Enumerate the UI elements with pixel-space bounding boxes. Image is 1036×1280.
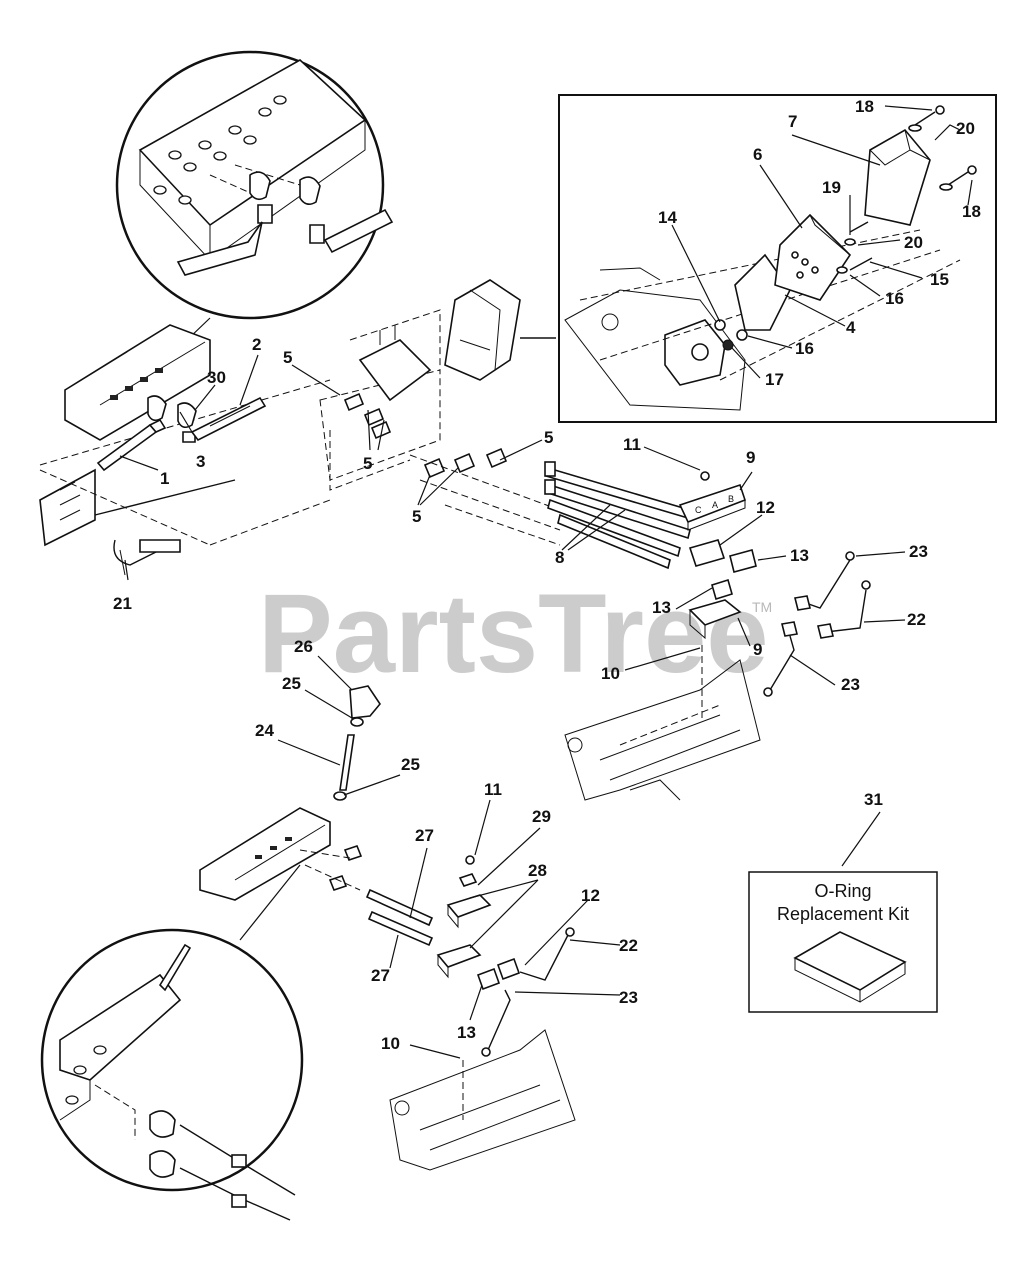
callout-6: 6 — [753, 145, 762, 164]
callout-11b: 11 — [484, 780, 502, 799]
kit-title-line1: O-Ring — [814, 881, 871, 901]
callout-20b: 20 — [904, 233, 923, 252]
control-lever — [333, 685, 381, 801]
callout-23b: 23 — [841, 675, 860, 694]
callout-26: 26 — [294, 637, 313, 656]
callout-15: 15 — [930, 270, 949, 289]
callout-12b: 12 — [581, 886, 600, 905]
callout-13c: 13 — [457, 1023, 476, 1042]
hoses-27 — [299, 849, 434, 947]
block-9-lower — [688, 599, 742, 720]
detail-circle-top — [115, 50, 394, 320]
oring-kit-box: O-Ring Replacement Kit — [748, 871, 938, 1013]
leader-lines — [119, 105, 973, 1059]
callout-4: 4 — [846, 318, 856, 337]
callout-19: 19 — [822, 178, 841, 197]
callout-24: 24 — [255, 721, 274, 740]
callout-12a: 12 — [756, 498, 775, 517]
hose-2 — [190, 396, 267, 442]
callout-29: 29 — [532, 807, 551, 826]
loader-frame-upper — [564, 659, 761, 801]
callout-30: 30 — [207, 368, 226, 387]
callout-5a: 5 — [283, 348, 292, 367]
callout-25a: 25 — [282, 674, 301, 693]
callout-18b: 18 — [962, 202, 981, 221]
loader-frame-lower — [389, 1029, 576, 1171]
callout-9a: 9 — [746, 448, 755, 467]
callout-2: 2 — [252, 335, 261, 354]
control-bracket — [319, 309, 441, 491]
block-letter-c: C — [695, 505, 702, 515]
fitting-3-30 — [147, 395, 197, 443]
leader-31 — [841, 811, 881, 867]
callout-27a: 27 — [415, 826, 434, 845]
couplers-lower — [476, 927, 575, 1057]
callout-14: 14 — [658, 208, 677, 227]
callout-3: 3 — [196, 452, 205, 471]
callout-28: 28 — [528, 861, 547, 880]
callout-27b: 27 — [371, 966, 390, 985]
hose-block-9: C A B — [678, 471, 747, 531]
callout-numbers: 1 2 3 30 5 5 5 5 8 11 9 12 13 23 13 22 9… — [113, 97, 981, 1053]
callout-13a: 13 — [790, 546, 809, 565]
hose-1 — [96, 418, 167, 472]
detail-circle-bottom — [40, 928, 304, 1221]
callout-23a: 23 — [909, 542, 928, 561]
callout-13b: 13 — [652, 598, 671, 617]
shield-cover — [444, 279, 521, 381]
watermark-brand: PartsTree — [258, 571, 769, 696]
tubes-22-23-upper — [763, 551, 871, 697]
callout-31: 31 — [864, 790, 883, 809]
callout-23c: 23 — [619, 988, 638, 1007]
callout-18a: 18 — [855, 97, 874, 116]
callout-22a: 22 — [907, 610, 926, 629]
callout-1: 1 — [160, 469, 169, 488]
callout-9b: 9 — [753, 640, 762, 659]
block-letter-a: A — [712, 500, 718, 510]
blocks-28-29 — [436, 855, 492, 979]
block-letter-b: B — [728, 494, 734, 504]
inset-box — [558, 94, 997, 423]
callout-5d: 5 — [412, 507, 421, 526]
callout-17: 17 — [765, 370, 784, 389]
callout-16b: 16 — [795, 339, 814, 358]
callout-22b: 22 — [619, 936, 638, 955]
couplers-12-13 — [688, 539, 757, 601]
callout-7: 7 — [788, 112, 797, 131]
kit-title-line2: Replacement Kit — [777, 904, 909, 924]
callout-11a: 11 — [623, 435, 641, 454]
valve-assembly-upper — [39, 324, 331, 576]
adapters-5 — [409, 447, 561, 546]
callout-10b: 10 — [381, 1034, 400, 1053]
watermark-trademark: TM — [752, 599, 772, 615]
callout-8: 8 — [555, 548, 564, 567]
callout-25b: 25 — [401, 755, 420, 774]
detail-leader-bottom — [239, 864, 301, 941]
callout-21: 21 — [113, 594, 132, 613]
callout-10a: 10 — [601, 664, 620, 683]
callout-20a: 20 — [956, 119, 975, 138]
callout-5b: 5 — [363, 454, 372, 473]
callout-16a: 16 — [885, 289, 904, 308]
valve-assembly-lower — [199, 807, 363, 901]
callout-5c: 5 — [544, 428, 553, 447]
